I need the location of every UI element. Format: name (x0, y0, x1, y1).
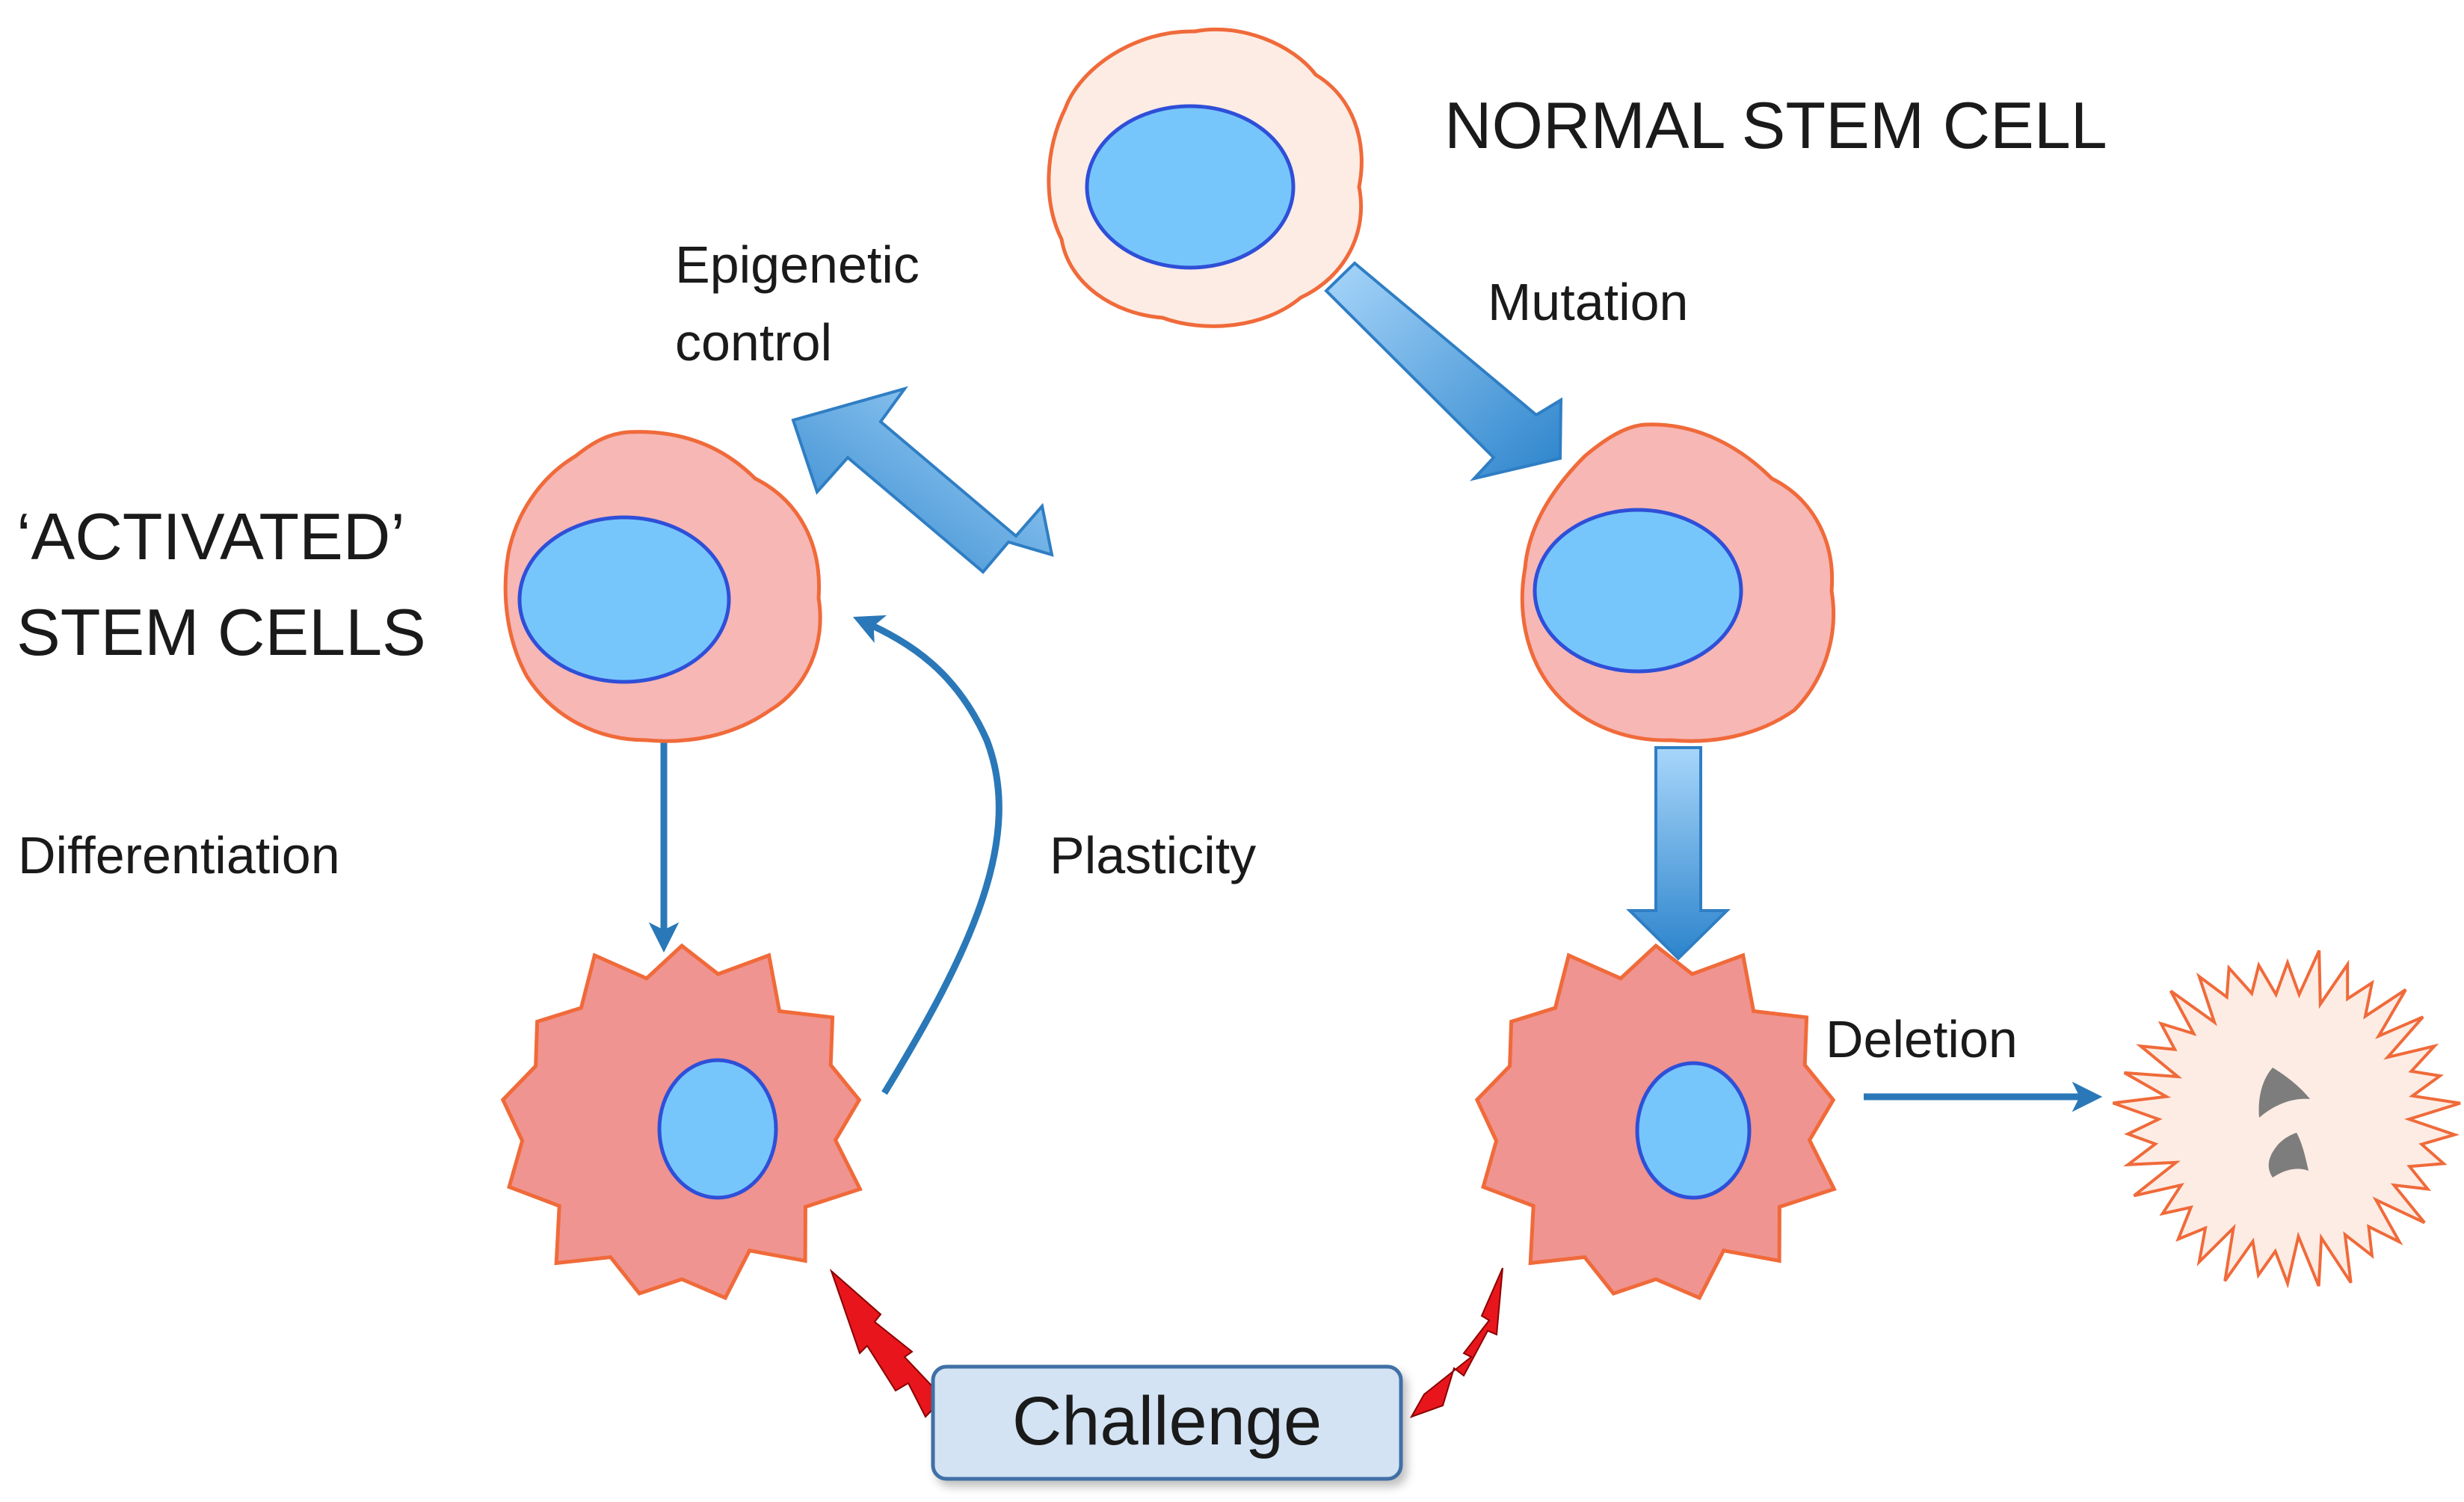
debris-fragment-bottom (2268, 1133, 2309, 1178)
normal-cell-nucleus (1085, 104, 1296, 270)
epigenetic-double-arrow (791, 386, 1054, 574)
activated-cell-nucleus (517, 515, 731, 684)
differentiated-cell-right (1474, 943, 1837, 1301)
mutated-down-arrow (1626, 746, 1731, 961)
differentiated-cell-left (500, 943, 863, 1301)
normal-stem-cell (1047, 27, 1364, 328)
differentiated-cell-left-nucleus (657, 1058, 778, 1200)
activated-label-line2: STEM CELLS (16, 595, 426, 669)
mutation-arrow (1324, 261, 1563, 481)
activated-stem-cell (503, 430, 822, 743)
lightning-left-icon (829, 1268, 945, 1418)
epigenetic-label-line2: control (675, 313, 832, 372)
plasticity-arrow (852, 615, 1002, 1095)
apoptotic-cell (2112, 949, 2461, 1289)
apoptotic-cell-membrane (2112, 949, 2461, 1289)
normal-stem-cell-label: NORMAL STEM CELL (1444, 88, 2107, 162)
epigenetic-label-line1: Epigenetic (675, 236, 920, 294)
mutated-cell-nucleus (1533, 508, 1743, 674)
activated-label-line1: ‘ACTIVATED’ (16, 499, 405, 573)
differentiated-cell-right-nucleus (1635, 1061, 1752, 1200)
challenge-box-rect (931, 1364, 1403, 1481)
deletion-label: Deletion (1826, 1010, 2018, 1068)
mutated-stem-cell (1520, 422, 1835, 743)
differentiation-label: Differentiation (18, 826, 340, 884)
debris-fragment-top (2258, 1068, 2310, 1118)
lightning-right-icon (1409, 1267, 1503, 1418)
challenge-label: Challenge (1012, 1383, 1322, 1459)
mutation-label: Mutation (1488, 273, 1688, 331)
challenge-box (931, 1364, 1403, 1481)
plasticity-label: Plasticity (1050, 826, 1256, 884)
